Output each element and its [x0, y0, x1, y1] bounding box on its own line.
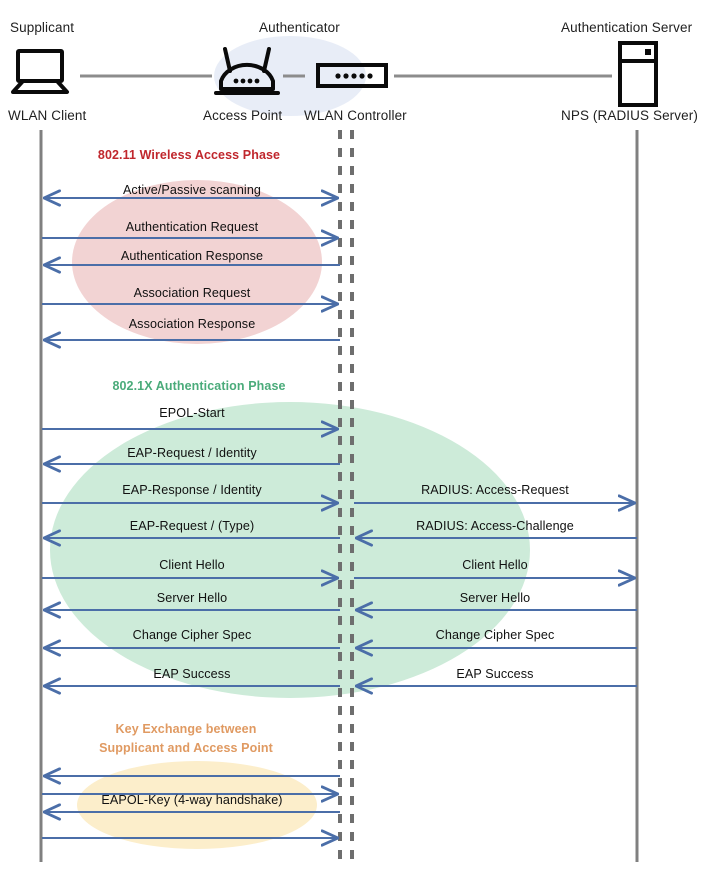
- phase-802-11-arrows: [42, 198, 340, 340]
- message-label-change-cipher-spec-right: Change Cipher Spec: [435, 628, 555, 642]
- device-label-wlan-controller: WLAN Controller: [304, 108, 407, 123]
- phase-label-key-exchange-line1: Key Exchange between: [115, 722, 257, 736]
- role-title-supplicant: Supplicant: [10, 20, 75, 35]
- message-label-change-cipher-spec-left: Change Cipher Spec: [132, 628, 252, 642]
- phase-802-1x-ellipse: [50, 402, 530, 698]
- message-label-eap-success-left: EAP Success: [153, 667, 231, 681]
- laptop-icon: [11, 49, 69, 94]
- phase-802-1x-left-arrows: [42, 429, 340, 686]
- role-title-authentication-server: Authentication Server: [561, 20, 693, 35]
- phase-802-1x-right-arrows: [354, 503, 637, 686]
- server-icon: [618, 41, 658, 107]
- message-label-authentication-response: Authentication Response: [120, 249, 264, 263]
- access-point-icon: [214, 47, 280, 95]
- device-label-wlan-client: WLAN Client: [8, 108, 87, 123]
- message-label-radius-access-challenge: RADIUS: Access-Challenge: [416, 519, 574, 533]
- message-label-epol-start: EPOL-Start: [159, 406, 225, 420]
- wlan-controller-icon: [316, 63, 388, 88]
- message-label-server-hello-left: Server Hello: [156, 591, 228, 605]
- message-label-eap-success-right: EAP Success: [456, 667, 534, 681]
- message-label-association-request: Association Request: [133, 286, 251, 300]
- message-label-radius-access-request: RADIUS: Access-Request: [421, 483, 569, 497]
- message-label-eap-response-identity: EAP-Response / Identity: [122, 483, 262, 497]
- message-label-server-hello-right: Server Hello: [459, 591, 531, 605]
- message-label-client-hello-left: Client Hello: [159, 558, 225, 572]
- message-label-association-response: Association Response: [128, 317, 256, 331]
- message-label-authentication-request: Authentication Request: [125, 220, 259, 234]
- role-title-authenticator: Authenticator: [259, 20, 340, 35]
- phase-label-802-11: 802.11 Wireless Access Phase: [97, 148, 281, 162]
- message-label-eap-request-identity: EAP-Request / Identity: [127, 446, 257, 460]
- message-label-eapol-key-handshake: EAPOL-Key (4-way handshake): [101, 793, 283, 807]
- phase-label-key-exchange-line2: Supplicant and Access Point: [99, 741, 273, 755]
- device-label-access-point: Access Point: [203, 108, 283, 123]
- message-label-client-hello-right: Client Hello: [462, 558, 528, 572]
- phase-key-exchange-ellipse: [77, 761, 317, 849]
- message-label-eap-request-type: EAP-Request / (Type): [129, 519, 255, 533]
- message-label-active-passive-scanning: Active/Passive scanning: [122, 183, 262, 197]
- phase-label-802-1x: 802.1X Authentication Phase: [112, 379, 286, 393]
- phase-key-exchange-arrows: [42, 776, 340, 838]
- device-label-nps-radius-server: NPS (RADIUS Server): [561, 108, 698, 123]
